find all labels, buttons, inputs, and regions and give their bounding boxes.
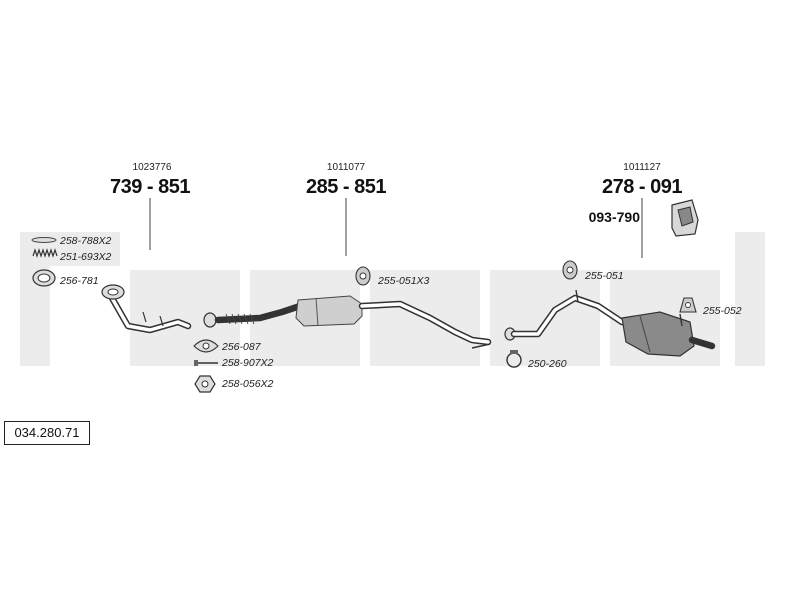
part-label: 250-260 [527, 358, 567, 370]
part-label: 256-781 [59, 275, 99, 287]
part-label: 258-788X2 [59, 235, 112, 247]
nut-icon [194, 375, 216, 393]
part-label: 256-087 [221, 341, 262, 353]
rubber-mount-icon [679, 297, 697, 313]
part-code: 285 - 851 [306, 176, 386, 198]
assembly-1: 1023776 739 - 851 [110, 162, 191, 250]
part-label: 255-051X3 [377, 275, 430, 287]
part-code: 093-790 [589, 209, 641, 225]
assembly-2: 1011077 285 - 851 [306, 162, 387, 256]
front-pipe [101, 284, 192, 334]
ring-gasket-icon [32, 269, 56, 287]
rear-silencer [504, 289, 716, 357]
part-255-052: 255-052 [679, 297, 742, 317]
article-number: 1011127 [623, 162, 661, 173]
part-label: 255-051 [584, 270, 624, 282]
part-code: 739 - 851 [110, 176, 190, 198]
part-256-781: 256-781 [32, 269, 99, 287]
article-number: 1023776 [133, 162, 172, 173]
rubber-hanger-icon [562, 260, 578, 280]
part-258-788: 258-788X2 [31, 235, 112, 247]
spring-icon [32, 248, 58, 258]
part-258-056: 258-056X2 [194, 375, 274, 393]
part-250-260: 250-260 [506, 350, 567, 370]
reference-code: 034.280.71 [4, 421, 90, 445]
part-255-051x3: 255-051X3 [355, 266, 430, 287]
rubber-hanger-icon [355, 266, 371, 286]
center-muffler [203, 295, 492, 349]
part-label: 251-693X2 [59, 251, 112, 263]
gasket-strip-icon [31, 237, 57, 243]
part-label: 255-052 [702, 305, 742, 317]
mounting-bracket-icon [671, 199, 699, 237]
part-label: 258-056X2 [221, 378, 274, 390]
bolt-icon [194, 360, 218, 366]
flange-gasket-icon [193, 339, 219, 353]
article-number: 1011077 [327, 162, 366, 173]
part-label: 258-907X2 [221, 357, 274, 369]
part-258-907: 258-907X2 [194, 357, 274, 369]
part-code: 278 - 091 [602, 176, 682, 198]
clamp-icon [506, 350, 522, 368]
part-255-051: 255-051 [562, 260, 624, 282]
part-093-790: 093-790 [589, 199, 699, 237]
part-256-087: 256-087 [193, 339, 262, 353]
part-251-693: 251-693X2 [32, 248, 112, 263]
assembly-3: 1011127 278 - 091 [602, 162, 683, 258]
